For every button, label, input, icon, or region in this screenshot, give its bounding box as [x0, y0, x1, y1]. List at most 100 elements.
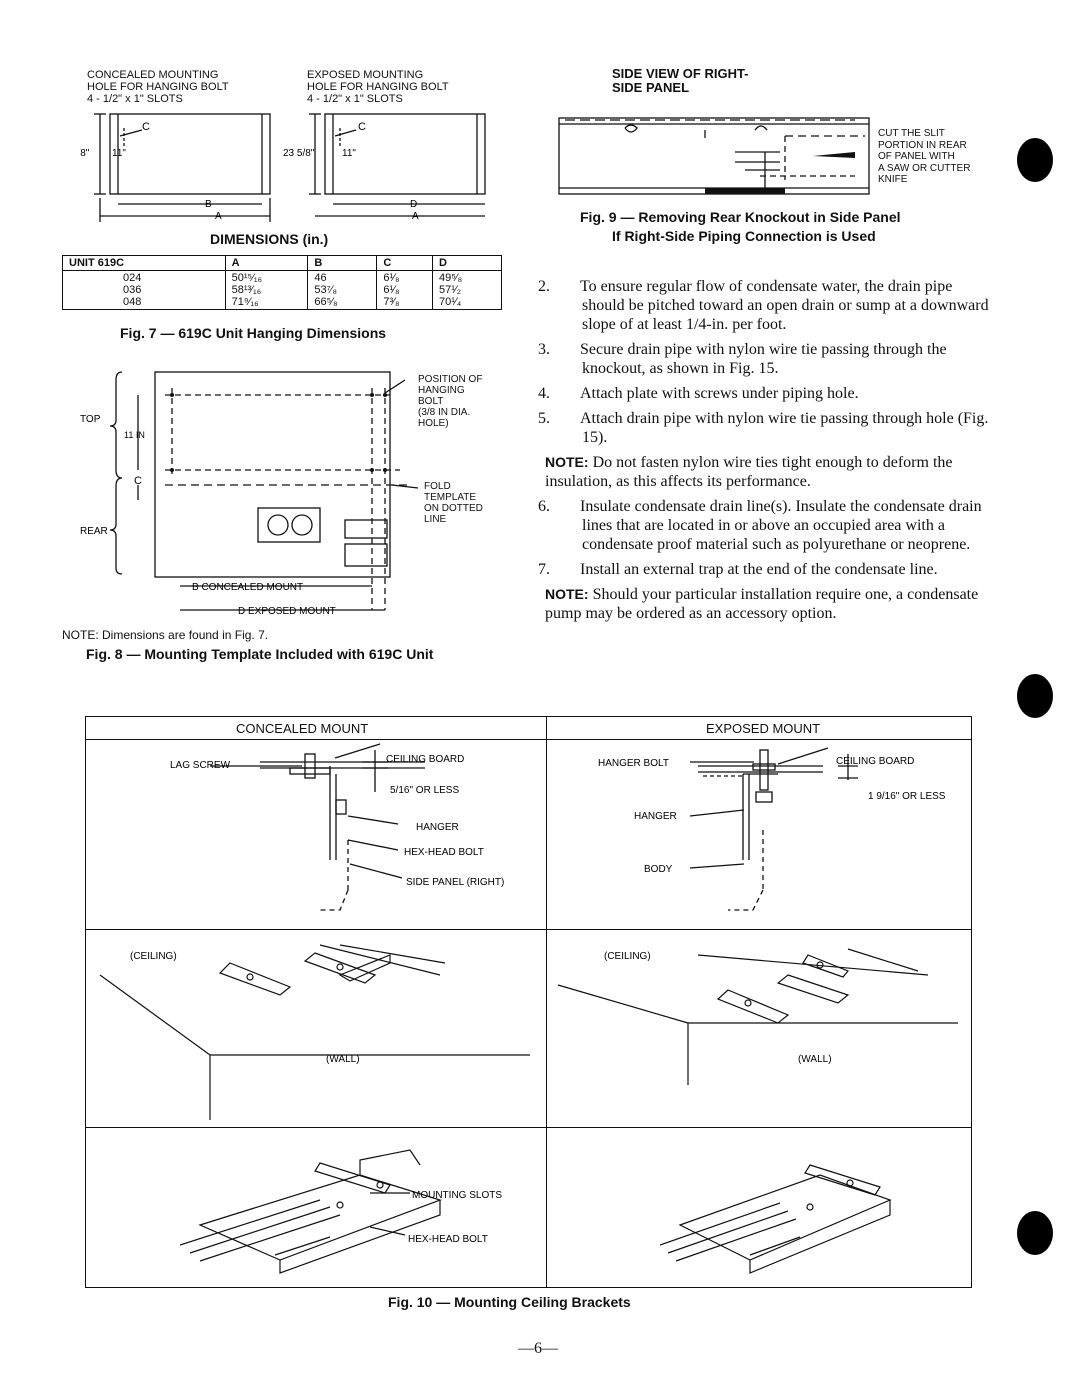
fig9-caption-line1: Fig. 9 — Removing Rear Knockout in Side … [580, 209, 901, 225]
fig7-caption: Fig. 7 — 619C Unit Hanging Dimensions [120, 325, 387, 341]
mounting-slots-label: MOUNTING SLOTS [412, 1190, 502, 1201]
step-text: Install an external trap at the end of t… [580, 561, 938, 578]
label-line: ON DOTTED [424, 503, 483, 514]
top-label: TOP [80, 414, 101, 425]
fig8-note: NOTE: Dimensions are found in Fig. 7. [62, 628, 269, 642]
label-line: BOLT [418, 396, 444, 407]
list-item: 2.To ensure regular flow of condensate w… [538, 277, 990, 334]
fig9-drawing [558, 117, 870, 195]
exposed-mount-label: EXPOSED MOUNTING HOLE FOR HANGING BOLT 4… [307, 69, 449, 105]
table-cell: 048 [123, 296, 142, 308]
step-number: 3. [538, 341, 550, 358]
binder-hole [1017, 138, 1053, 182]
exposed-mount-title: EXPOSED MOUNT [706, 721, 821, 736]
step-text: Attach plate with screws under piping ho… [580, 385, 859, 402]
table-cell: 036 [123, 284, 142, 296]
table-header: B [307, 255, 378, 271]
rear-label: REAR [80, 526, 108, 537]
step-number: 2. [538, 278, 550, 295]
table-cell: 66⁵⁄₈ [314, 296, 338, 308]
step-text: Attach drain pipe with nylon wire tie pa… [580, 410, 989, 446]
five-sixteenths-label: 5/16" OR LESS [390, 785, 459, 796]
instruction-list: 2.To ensure regular flow of condensate w… [538, 277, 990, 623]
table-cell: 024 [123, 272, 142, 284]
dim-2358-right: 23 5/8" [283, 148, 315, 159]
step-text: Secure drain pipe with nylon wire tie pa… [580, 341, 947, 377]
concealed-detail-drawing: LAG SCREW CEILING BOARD 5/16" OR LESS HA… [170, 743, 504, 911]
table-header: UNIT 619C [62, 255, 226, 271]
step-number: 6. [538, 498, 550, 515]
dim-11-right: 11" [342, 148, 356, 159]
list-item: 3. Secure drain pipe with nylon wire tie … [538, 340, 990, 378]
ceiling-right-label: (CEILING) [604, 951, 651, 962]
table-header: D [431, 255, 503, 271]
label-line: POSITION OF [418, 374, 483, 385]
note-paragraph: NOTE: Should your particular installatio… [545, 585, 990, 623]
label-line: KNIFE [878, 174, 908, 185]
dim-b: B [205, 199, 212, 210]
list-item: 7. Install an external trap at the end of… [538, 560, 990, 579]
list-item: 4.Attach plate with screws under piping … [538, 384, 990, 403]
ceiling-board2-label: CEILING BOARD [836, 756, 914, 767]
ceiling-wall-right-drawing: (CEILING) (WALL) [557, 948, 958, 1085]
cut-label: CUT THE SLIT PORTION IN REAR OF PANEL WI… [878, 128, 970, 186]
label-line: HOLE FOR HANGING BOLT [87, 81, 229, 93]
table-cell: 70¹⁄₄ [438, 296, 462, 308]
table-cell: 58¹³⁄₁₆ [231, 284, 262, 296]
label-line: CUT THE SLIT [878, 128, 945, 139]
label-line: 4 - 1/2" x 1" SLOTS [87, 93, 183, 105]
label-line: OF PANEL WITH [878, 151, 955, 162]
ceiling-wall-left-drawing: (CEILING) (WALL) [99, 944, 530, 1120]
fig8-caption: Fig. 8 — Mounting Template Included with… [86, 646, 434, 662]
table-cell: 53⁷⁄₈ [314, 284, 338, 296]
table-cell: 6¹⁄₈ [383, 284, 400, 296]
table-cell: 6¹⁄₈ [383, 272, 400, 284]
fig9-title: SIDE VIEW OF RIGHT- SIDE PANEL [612, 67, 749, 95]
label-line: PORTION IN REAR [878, 139, 967, 151]
table-cell: 46 [314, 272, 327, 284]
fig10-frame: CONCEALED MOUNT EXPOSED MOUNT [85, 716, 972, 1288]
wall-right-label: (WALL) [798, 1054, 832, 1065]
body-label: BODY [644, 864, 673, 875]
label-line: EXPOSED MOUNTING [307, 69, 424, 81]
hanger2-label: HANGER [634, 811, 677, 822]
table-cell: 57¹⁄₂ [438, 284, 461, 296]
lag-screw-label: LAG SCREW [170, 760, 231, 771]
fig9-caption-line2: If Right-Side Piping Connection is Used [612, 228, 876, 244]
nine-sixteenths-label: 1 9/16" OR LESS [868, 791, 946, 802]
ceiling-board-label: CEILING BOARD [386, 754, 464, 765]
binder-hole [1017, 674, 1053, 718]
label-line: (3/8 IN DIA. [418, 407, 471, 418]
dim-a-right: A [412, 211, 419, 222]
title-line: SIDE PANEL [612, 80, 690, 95]
hex-head-bolt-label: HEX-HEAD BOLT [404, 847, 484, 858]
position-label: POSITION OF HANGING BOLT (3/8 IN DIA. HO… [418, 374, 482, 429]
label-line: 4 - 1/2" x 1" SLOTS [307, 93, 403, 105]
binder-hole [1017, 1211, 1053, 1255]
dim-11-left: 11" [112, 148, 126, 159]
fig7-drawing: C 23 5/8" 11" B A C 23 5/8" 11" D A [80, 113, 486, 222]
step-number: 5. [538, 410, 550, 427]
fig8-drawing: TOP 11 IN C REAR B CONCEALED MOUNT D EXP… [80, 371, 419, 617]
note-label: NOTE: [545, 454, 589, 470]
label-line: TEMPLATE [424, 492, 477, 503]
label-line: CONCEALED MOUNTING [87, 69, 219, 81]
page-number: —6— [518, 1340, 558, 1357]
ceiling-left-label: (CEILING) [130, 951, 177, 962]
step-number: 7. [538, 561, 550, 578]
hanger-bolt-label: HANGER BOLT [598, 758, 669, 769]
dimensions-title: DIMENSIONS (in.) [210, 231, 329, 247]
wall-left-label: (WALL) [326, 1054, 360, 1065]
table-header: C [376, 255, 433, 271]
d-exposed-label: D EXPOSED MOUNT [238, 606, 336, 617]
b-concealed-label: B CONCEALED MOUNT [192, 582, 303, 593]
label-line: HOLE) [418, 418, 449, 429]
table-cell: 7³⁄₈ [383, 296, 400, 308]
table-cell: 50¹⁵⁄₁₆ [231, 272, 263, 284]
fig10-caption: Fig. 10 — Mounting Ceiling Brackets [388, 1294, 631, 1310]
label-line: HANGING [418, 385, 465, 396]
table-cell: 71⁹⁄₁₆ [231, 296, 259, 308]
table-cell: 49⁵⁄₈ [438, 272, 463, 284]
